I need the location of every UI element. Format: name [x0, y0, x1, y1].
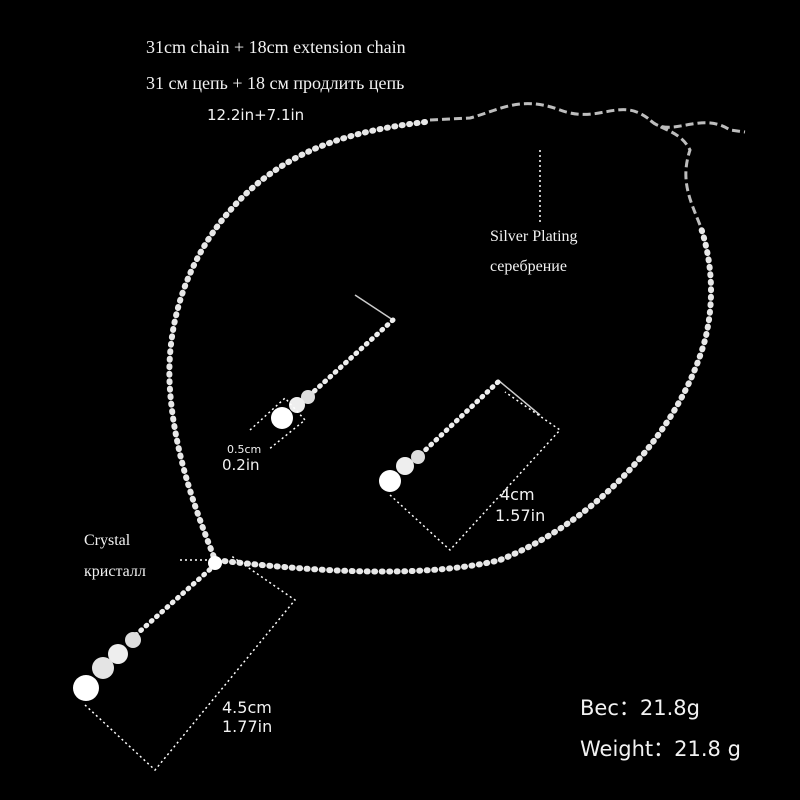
plating-ru-label: серебрение — [490, 258, 567, 275]
weight-en-label: Weight：21.8 g — [580, 737, 741, 761]
pendant-cm-label: 4.5cm — [222, 698, 272, 717]
earring-cm-label: 4cm — [500, 485, 535, 504]
measurement-guides — [84, 150, 562, 772]
earring-left — [271, 294, 396, 429]
earring-right — [379, 379, 541, 492]
weight-ru-label: Вес：21.8g — [580, 696, 700, 720]
length-ru-label: 31 см цепь + 18 см продлить цепь — [146, 73, 405, 93]
stone-cm-label: 0.5cm — [227, 443, 262, 456]
plating-en-label: Silver Plating — [490, 228, 578, 245]
pendant-in-label: 1.77in — [222, 717, 273, 736]
pendant — [73, 556, 222, 701]
crystal-en-label: Crystal — [84, 532, 131, 549]
length-in-label: 12.2in+7.1in — [207, 106, 305, 124]
necklace-chain — [166, 119, 714, 575]
crystal-ru-label: кристалл — [84, 563, 146, 580]
extension-chain — [429, 102, 746, 226]
length-en-label: 31cm chain + 18cm extension chain — [146, 37, 406, 57]
earring-in-label: 1.57in — [495, 506, 546, 525]
stone-in-label: 0.2in — [222, 456, 260, 474]
